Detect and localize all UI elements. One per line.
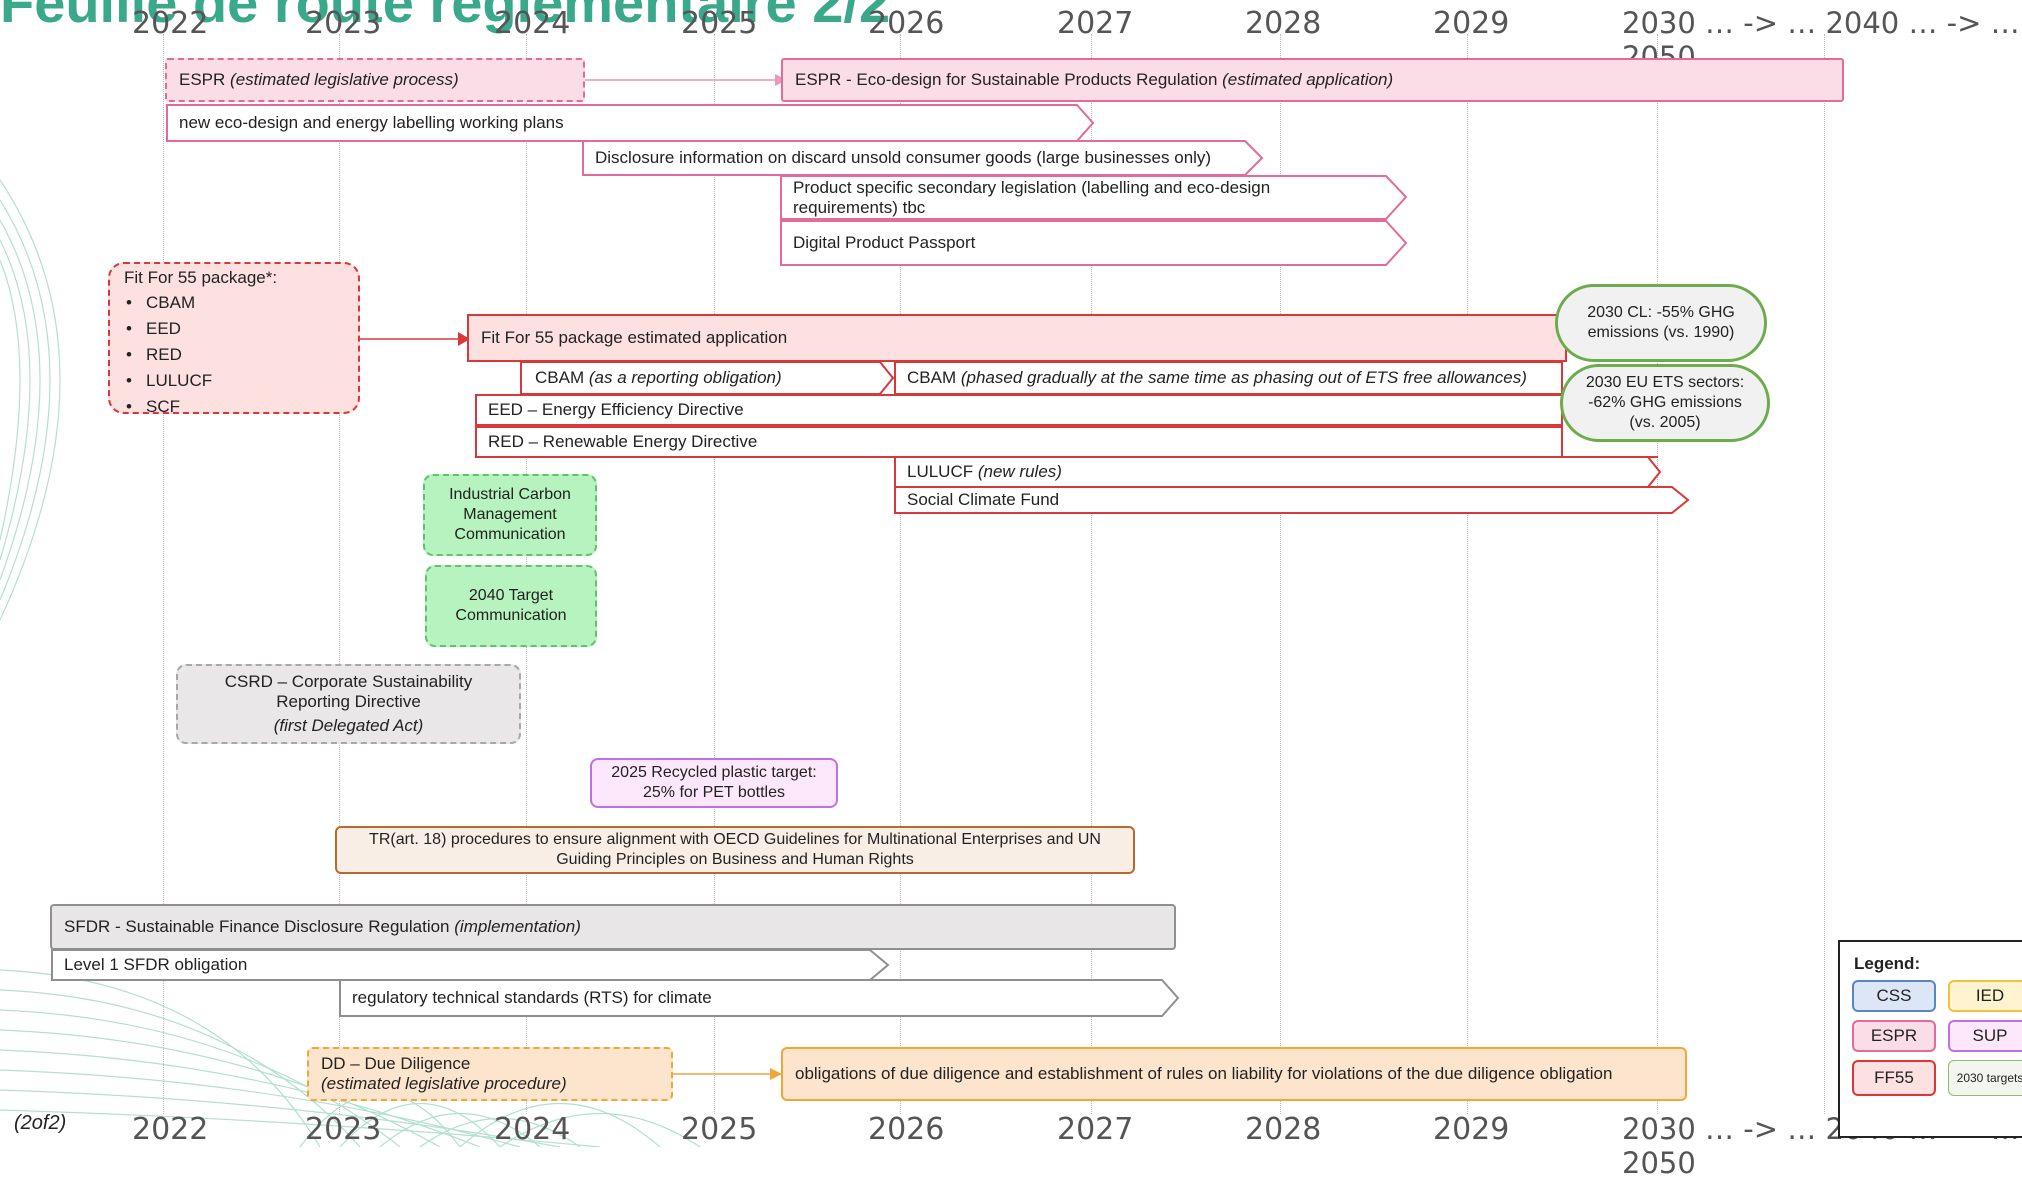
espr-disclosure: Disclosure information on discard unsold… [595,148,1212,167]
year-label-bottom: 2029 [1433,1112,1510,1147]
page-title: Feuille de route réglementaire 2/2 [0,0,891,34]
ff55-item: EED [126,316,212,342]
target-2040-communication: 2040 Target Communication [425,565,597,647]
cbam-reporting: CBAM (as a reporting obligation) [523,362,794,394]
ff55-package-title: Fit For 55 package*: [124,268,278,287]
year-gridline [1657,34,1658,1114]
lulucf-italic: (new rules) [977,462,1062,481]
icm-communication: Industrial Carbon Management Communicati… [423,474,597,556]
year-label-top: 2023 [305,6,382,41]
espr-application-label: ESPR - Eco-design for Sustainable Produc… [795,70,1218,89]
year-label-bottom: 2025 [681,1112,758,1147]
espr-application-box: ESPR - Eco-design for Sustainable Produc… [781,58,1844,102]
year-label-top: 2022 [132,6,209,41]
year-gridline [1824,34,1825,1114]
year-label-bottom: 2023 [305,1112,382,1147]
year-label-top: 2025 [681,6,758,41]
ff55-application-label: Fit For 55 package estimated application [481,328,788,347]
target-2030-ets: 2030 EU ETS sectors: -62% GHG emissions … [1560,364,1770,442]
csrd-title: CSRD – Corporate Sustainability Reportin… [224,672,473,711]
ff55-item: LULUCF [126,368,212,394]
cbam-phased-label: CBAM [907,368,957,387]
espr-legislative-italic: (estimated legislative process) [230,70,459,89]
ff55-item: CBAM [126,290,212,316]
year-gridline [1091,34,1092,1114]
connector-arrows [51,74,1690,1080]
year-label-top: 2028 [1245,6,1322,41]
ff55-package-list: CBAM EED RED LULUCF SCF [124,290,212,420]
year-gridline [1467,34,1468,1114]
year-label-bottom: 2028 [1245,1112,1322,1147]
legend-item-espr: ESPR [1852,1020,1936,1052]
legend-item-ied: IED [1948,980,2022,1012]
cbam-reporting-label: CBAM [535,368,585,387]
scf-bar: Social Climate Fund [907,490,1060,509]
sfdr-italic: (implementation) [454,917,581,936]
espr-legislative-box: ESPR (estimated legislative process) [165,58,585,102]
dd-obligations: obligations of due diligence and establi… [781,1047,1687,1101]
year-label-top: 2026 [868,6,945,41]
year-label-bottom: 2027 [1057,1112,1134,1147]
eed-bar: EED – Energy Efficiency Directive [488,400,744,419]
year-label-top-long: 2030 … -> … 2040 … -> … 2050 [1622,6,2020,74]
csrd-box: CSRD – Corporate Sustainability Reportin… [176,664,521,744]
year-label-top: 2024 [494,6,571,41]
year-label-bottom: 2026 [868,1112,945,1147]
lulucf-bar: LULUCF (new rules) [895,457,1074,487]
year-label-bottom: 2024 [494,1112,571,1147]
lulucf-label: LULUCF [907,462,974,481]
sfdr-box: SFDR - Sustainable Finance Disclosure Re… [50,904,1176,950]
year-label-top: 2029 [1433,6,1510,41]
cbam-phased: CBAM (phased gradually at the same time … [895,362,1539,394]
red-bar: RED – Renewable Energy Directive [488,432,758,451]
sfdr-rts: regulatory technical standards (RTS) for… [352,988,712,1007]
ff55-item: RED [126,342,212,368]
espr-passport: Digital Product Passport [793,233,976,252]
espr-application-italic: (estimated application) [1222,70,1394,89]
legend-item-sup: SUP [1948,1020,2022,1052]
dd-title: DD – Due Diligence [321,1054,471,1073]
sup-target: 2025 Recycled plastic target: 25% for PE… [590,758,838,808]
espr-working-plans: new eco-design and energy labelling work… [179,113,564,132]
espr-legislative-label: ESPR [179,70,226,89]
year-label-top: 2027 [1057,6,1134,41]
legend-title: Legend: [1854,954,1921,973]
target-2030-cl: 2030 CL: -55% GHG emissions (vs. 1990) [1555,284,1767,362]
legend-item-ff55: FF55 [1852,1060,1936,1096]
page-number: (2of2) [14,1112,67,1134]
dd-box: DD – Due Diligence (estimated legislativ… [307,1047,673,1101]
legend: Legend: CSS IED ESPR SUP FF55 2030 targe… [1838,940,2022,1138]
ff55-package-box: Fit For 55 package*: CBAM EED RED LULUCF… [108,262,360,420]
legend-item-targets: 2030 targets [1948,1060,2022,1096]
year-label-bottom: 2022 [132,1112,209,1147]
ff55-item: SCF [126,394,212,420]
ff55-application-box: Fit For 55 package estimated application [467,314,1567,362]
year-gridline [339,34,340,1114]
espr-product-specific: Product specific secondary legislation (… [793,177,1271,217]
year-gridline [163,34,164,1114]
sfdr-level1: Level 1 SFDR obligation [64,955,248,974]
cbam-reporting-italic: (as a reporting obligation) [588,368,782,387]
sfdr-label: SFDR - Sustainable Finance Disclosure Re… [64,917,450,936]
dd-italic: (estimated legislative procedure) [321,1074,567,1093]
year-gridline [1280,34,1281,1114]
tr-procedures: TR(art. 18) procedures to ensure alignme… [335,826,1135,874]
csrd-italic: (first Delegated Act) [273,716,424,735]
year-gridline [714,34,715,1114]
year-gridline [900,34,901,1114]
legend-item-css: CSS [1852,980,1936,1012]
cbam-phased-italic: (phased gradually at the same time as ph… [960,368,1527,387]
